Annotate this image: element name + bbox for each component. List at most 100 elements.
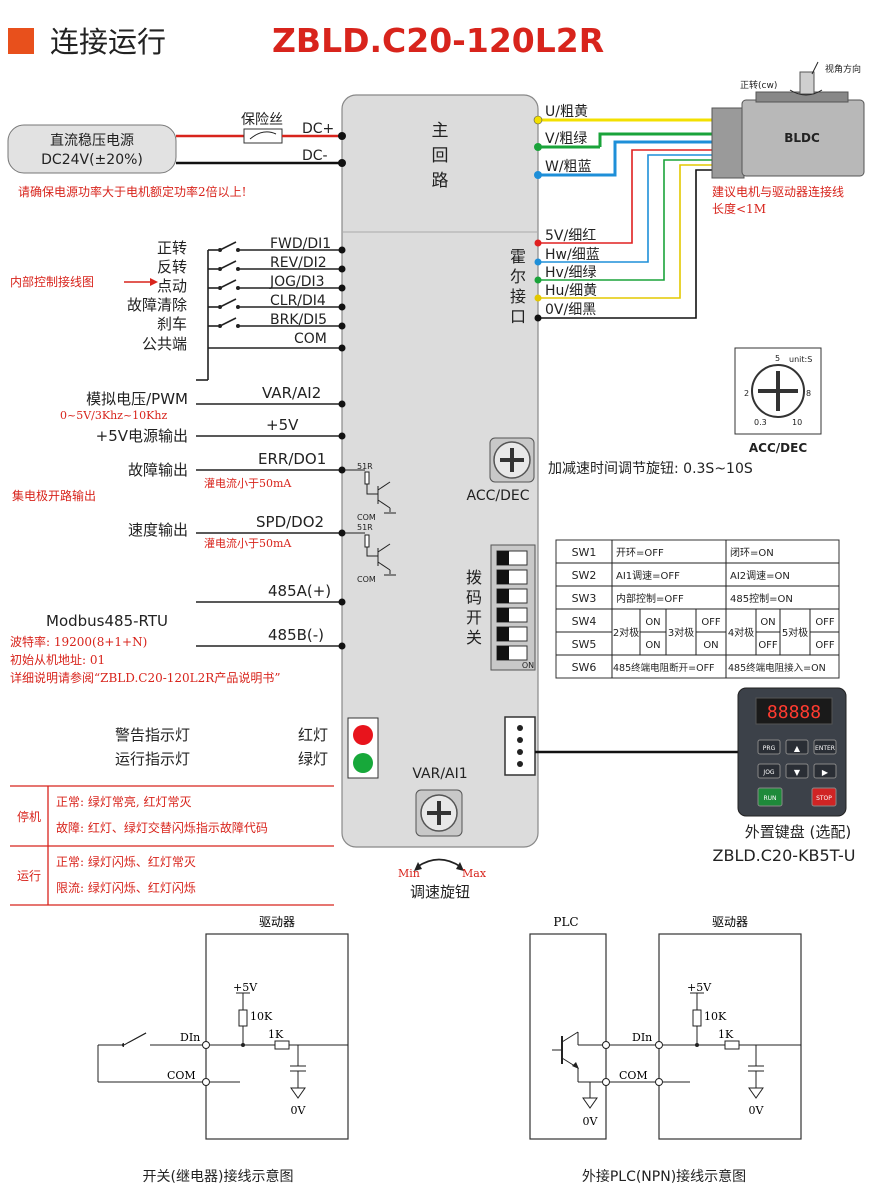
var-ai1-label: VAR/AI1 <box>412 766 467 782</box>
hall-wire-label: Hw/细蓝 <box>545 247 600 263</box>
modbus-address: 初始从机地址: 01 <box>10 653 105 667</box>
hall-5v-wire <box>538 149 712 244</box>
power-supply-voltage: DC24V(±20%) <box>41 152 143 168</box>
keypad-label: 外置键盘 (选配) <box>745 823 851 841</box>
hall-wire-label: Hv/细绿 <box>545 265 597 281</box>
dip-switch-label: 拨 <box>466 568 482 587</box>
red-led-icon <box>353 725 373 745</box>
motor-note: 长度<1M <box>712 201 766 216</box>
fault-output-pin: ERR/DO1 <box>258 450 326 468</box>
keypad-display: 88888 <box>767 702 821 723</box>
sw4-value: OFF <box>701 617 721 628</box>
input-function: 反转 <box>157 258 187 276</box>
terminal-dot <box>338 529 346 537</box>
motor-wire-label: W/粗蓝 <box>545 159 592 175</box>
hall-0v-wire <box>538 169 712 319</box>
fuse-label: 保险丝 <box>241 112 283 128</box>
input-pin: REV/DI2 <box>270 255 327 271</box>
knob-description: 加减速时间调节旋钮: 0.3S~10S <box>548 461 753 477</box>
hall-port-label: 接 <box>510 287 526 306</box>
key-prg[interactable]: PRG <box>763 745 776 752</box>
sw-name: SW3 <box>572 592 597 605</box>
motor-view: 视角方向 <box>825 63 861 75</box>
key-enter[interactable]: ENTER <box>815 745 835 752</box>
keypad-model: ZBLD.C20-KB5T-U <box>713 846 856 865</box>
modbus-label: Modbus485-RTU <box>46 612 168 630</box>
main-circuit-label: 主 <box>432 121 449 141</box>
sw5-value: ON <box>703 640 718 651</box>
sink-note: 灌电流小于50mA <box>204 536 292 550</box>
speed-knob-arc-icon <box>416 858 462 868</box>
terminal-dot <box>338 432 346 440</box>
knob-label: ACC/DEC <box>749 441 807 455</box>
speed-output-label: 速度输出 <box>128 521 188 539</box>
sw4-value: ON <box>760 617 775 628</box>
pole-pair: 2对极 <box>613 626 639 639</box>
sw-off-desc: AI1调速=OFF <box>616 570 680 582</box>
left-circuit-caption: 开关(继电器)接线示意图 <box>143 1168 294 1185</box>
terminal-dot <box>534 143 542 151</box>
hall-wire-label: Hu/细黄 <box>545 282 597 299</box>
left-circuit-5v: +5V <box>233 981 258 994</box>
switch-table <box>555 539 840 679</box>
knob-unit: unit:S <box>789 355 812 364</box>
pole-pair: 4对极 <box>728 626 754 639</box>
input-pin: FWD/DI1 <box>270 236 331 252</box>
key-up[interactable]: ▲ <box>794 744 801 753</box>
motor-wire-label: V/粗绿 <box>545 131 587 147</box>
dip-switch-label: 关 <box>466 628 482 647</box>
sw4-value: ON <box>645 617 660 628</box>
status-table <box>10 785 334 906</box>
green-light-label: 绿灯 <box>298 750 328 768</box>
green-led-icon <box>353 753 373 773</box>
view-arrow-icon <box>811 61 819 75</box>
plc-input-circuit <box>529 933 802 1140</box>
rs485-a-pin: 485A(+) <box>268 582 331 600</box>
sw5-value: ON <box>645 640 660 651</box>
key-right[interactable]: ▶ <box>822 768 829 777</box>
speed-output-pin: SPD/DO2 <box>256 513 324 531</box>
input-function: 点动 <box>157 277 187 295</box>
header-square <box>8 28 34 54</box>
left-circuit-title: 驱动器 <box>259 915 295 929</box>
power-note: 请确保电源功率大于电机额定功率2倍以上! <box>18 184 246 199</box>
key-down[interactable]: ▼ <box>794 768 801 777</box>
analog-label: 模拟电压/PWM <box>86 390 188 408</box>
hall-port-label: 霍 <box>510 247 526 266</box>
sw-name: SW1 <box>572 546 597 559</box>
input-pin: JOG/DI3 <box>269 274 325 290</box>
input-function: 刹车 <box>157 315 187 333</box>
input-function: 正转 <box>157 239 187 257</box>
sw-name: SW4 <box>572 615 597 628</box>
rs485-b-pin: 485B(-) <box>268 626 324 644</box>
fault-output-label: 故障输出 <box>128 461 188 479</box>
run-limit-desc: 限流: 绿灯闪烁、红灯闪烁 <box>56 880 196 895</box>
terminal-dot <box>534 239 542 247</box>
plc-gnd: 0V <box>583 1115 599 1128</box>
key-jog[interactable]: JOG <box>762 769 774 776</box>
acc-dec-potentiometer <box>489 437 535 483</box>
key-run[interactable]: RUN <box>763 795 776 802</box>
right-circuit-gnd: 0V <box>749 1104 765 1117</box>
left-circuit-gnd: 0V <box>291 1104 307 1117</box>
key-stop[interactable]: STOP <box>816 795 832 802</box>
resistor-label: 51R <box>357 462 373 471</box>
input-pin: BRK/DI5 <box>270 312 327 328</box>
output-transistor-icon <box>342 532 396 576</box>
sw-on-desc: 闭环=ON <box>730 546 774 559</box>
right-circuit-com: COM <box>619 1069 648 1082</box>
left-circuit-1k: 1K <box>268 1028 284 1041</box>
right-circuit-1k: 1K <box>718 1028 734 1041</box>
modbus-baud: 波特率: 19200(8+1+N) <box>10 634 147 649</box>
left-circuit-10k: 10K <box>250 1010 273 1023</box>
input-pin: CLR/DI4 <box>270 293 326 309</box>
warning-light-label: 警告指示灯 <box>115 726 190 744</box>
output-com: COM <box>357 575 376 584</box>
sw-name: SW2 <box>572 569 597 582</box>
terminal-dot <box>338 132 346 140</box>
acc-dec-knob-diagram <box>734 347 822 435</box>
bldc-motor-icon <box>711 71 865 179</box>
var-ai1-potentiometer <box>415 789 463 837</box>
input-note: 内部控制接线图 <box>10 274 94 289</box>
acc-dec-label: ACC/DEC <box>467 488 530 504</box>
